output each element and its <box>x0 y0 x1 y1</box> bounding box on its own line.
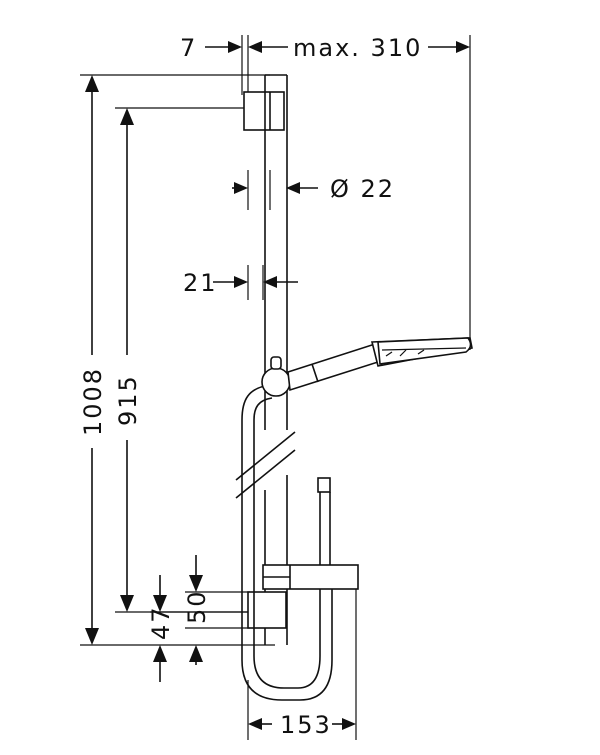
arrow-head <box>120 108 134 125</box>
dim-text-21: 21 <box>183 269 218 297</box>
hose-connector <box>317 477 331 493</box>
break-mark <box>235 449 296 499</box>
arrow-head <box>234 276 248 288</box>
arrow-head <box>342 718 356 730</box>
dim-text-915: 915 <box>114 374 142 426</box>
shower-handle <box>287 342 379 392</box>
arrow-head <box>120 595 134 612</box>
slider-knob-top <box>270 356 282 370</box>
shower-head-detail <box>417 349 425 355</box>
shower-head <box>377 337 472 365</box>
arrow-head <box>153 595 167 612</box>
dim-text-1008: 1008 <box>79 367 107 436</box>
handle-detail <box>311 363 319 383</box>
arrow-head <box>248 41 262 53</box>
hose-loop-inner <box>253 470 321 689</box>
shower-head-detail <box>399 349 407 357</box>
arrow-head <box>189 645 203 662</box>
dim-text-diameter-22: Ø 22 <box>330 175 395 203</box>
arrow-head <box>189 575 203 592</box>
arrow-head <box>286 182 300 194</box>
hose-loop-outer <box>241 480 333 701</box>
dim-text-7: 7 <box>180 34 197 62</box>
top-wall-bracket <box>243 91 285 131</box>
dim-text-max-310: max. 310 <box>293 34 422 62</box>
shower-head-face <box>381 347 467 351</box>
shower-head-detail <box>385 351 393 357</box>
arrow-head <box>456 41 470 53</box>
arrow-head <box>85 75 99 92</box>
arrow-head <box>85 628 99 645</box>
slider-knob <box>261 367 291 397</box>
hose-upper-inner <box>253 397 273 470</box>
dim-text-153: 153 <box>280 711 332 739</box>
arrow-head <box>228 41 242 53</box>
dim-text-47: 47 <box>147 605 175 640</box>
dim-text-50: 50 <box>183 589 211 624</box>
arrow-head <box>263 276 277 288</box>
break-mark <box>235 431 296 481</box>
arrow-head <box>153 645 167 662</box>
arrow-head <box>234 182 248 194</box>
arrow-head <box>248 718 262 730</box>
